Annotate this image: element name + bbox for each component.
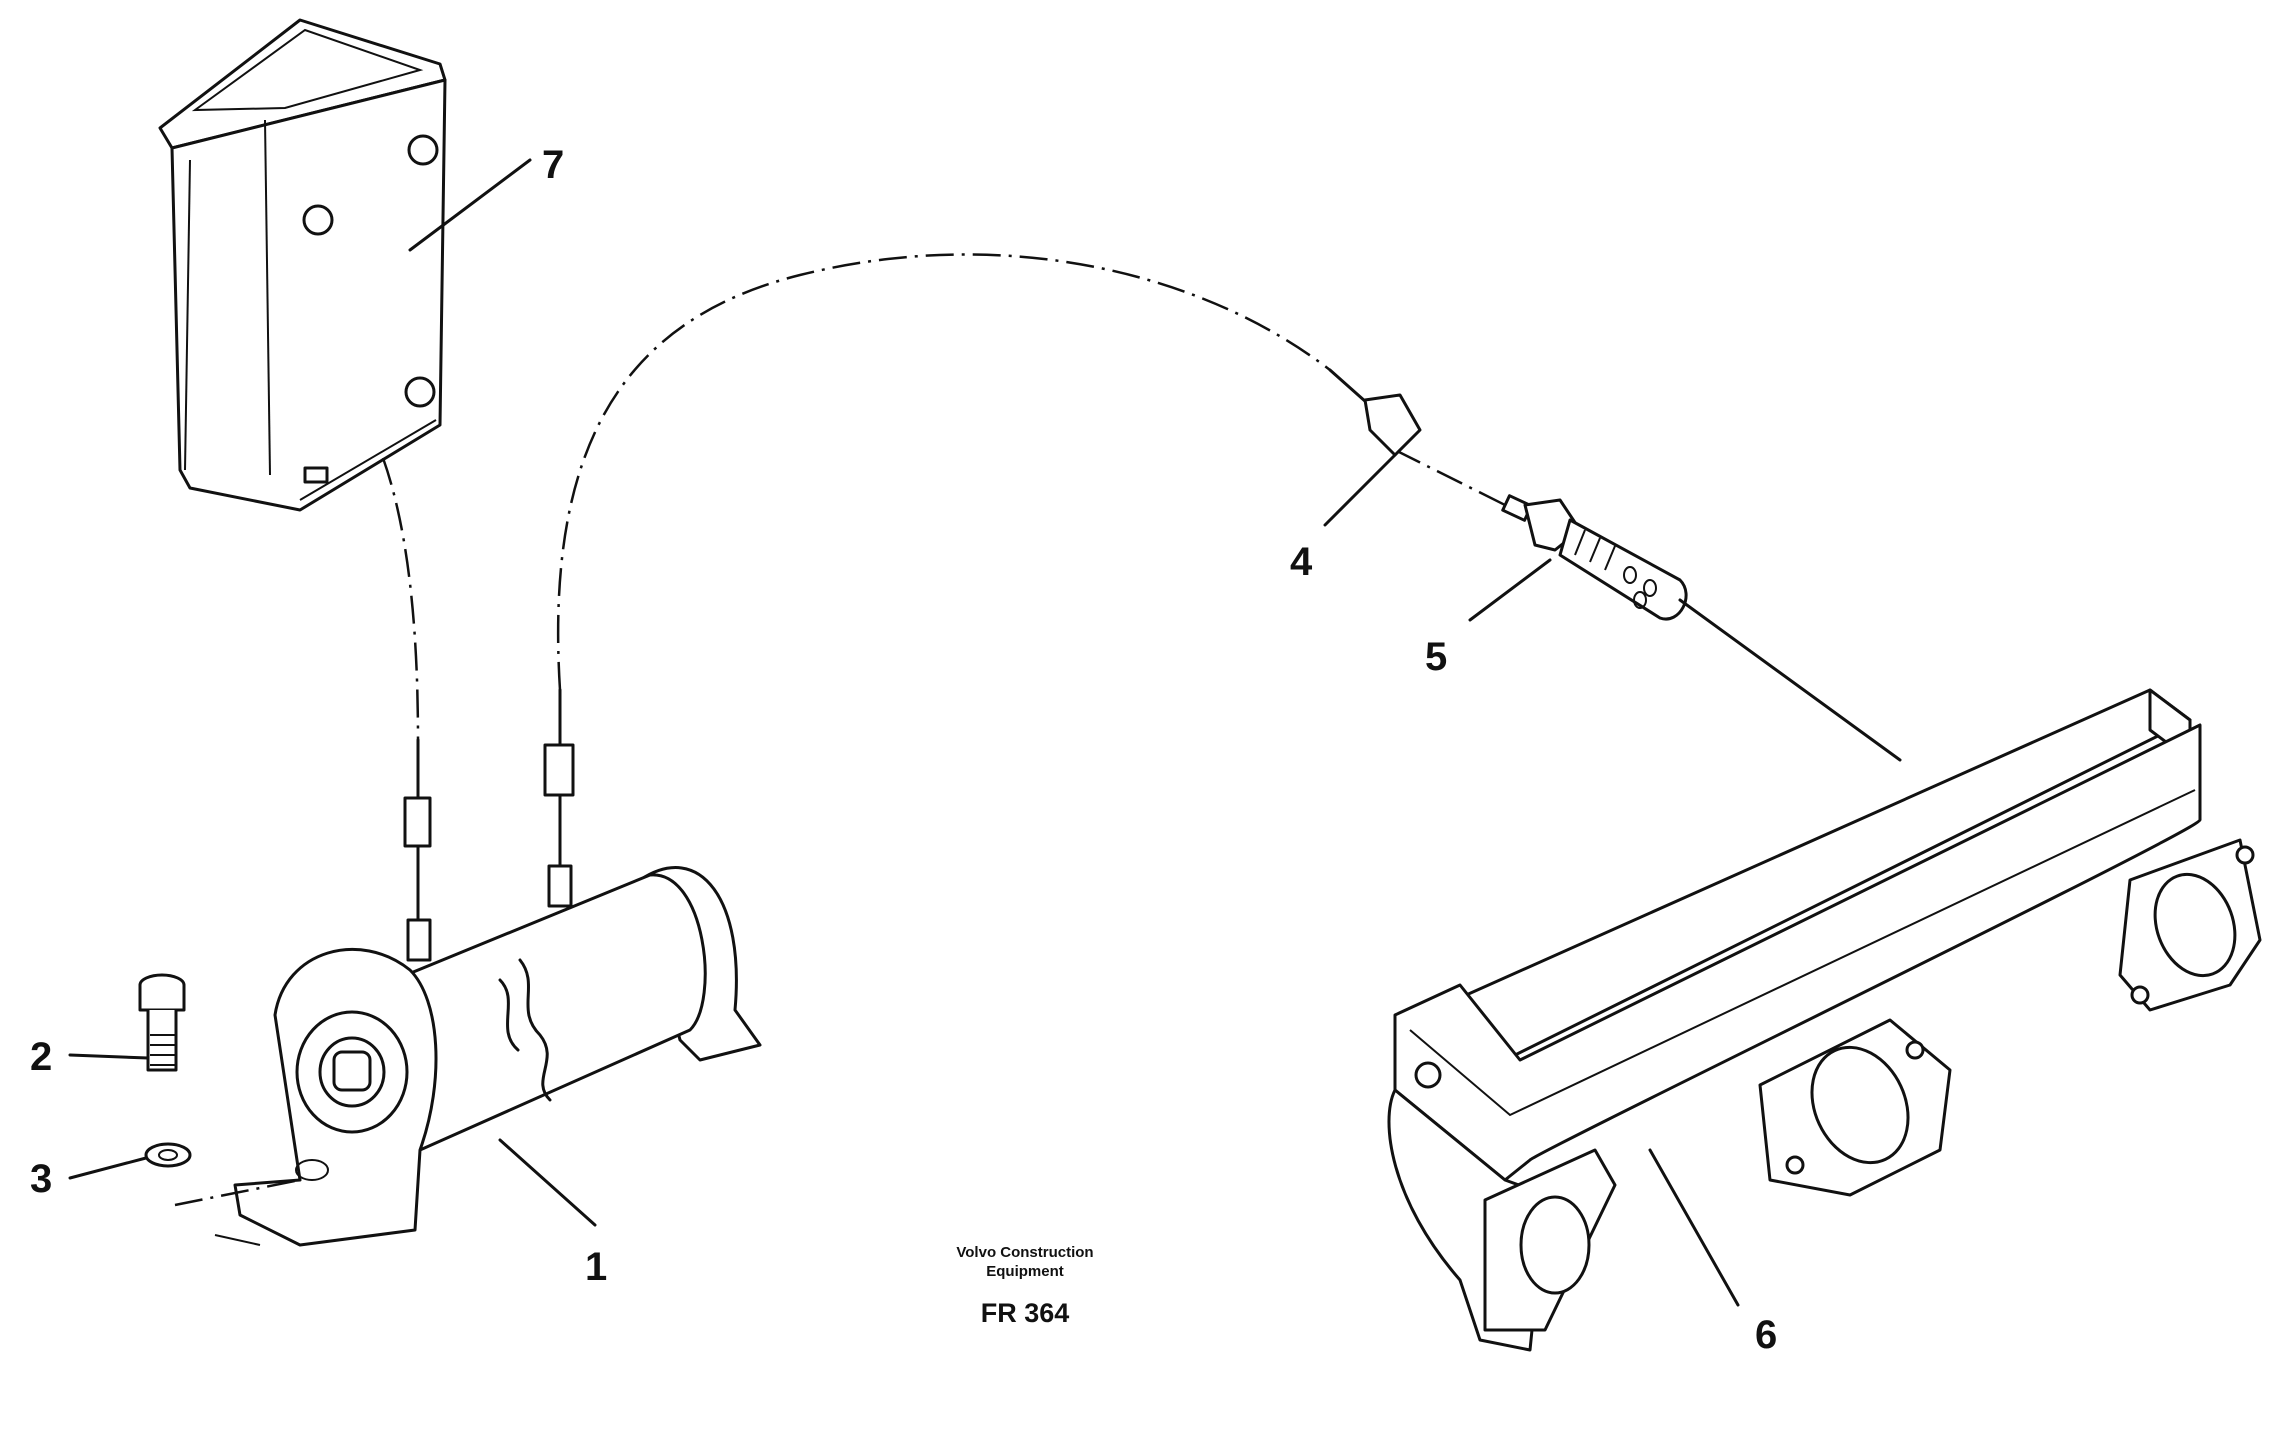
plug-icon	[1414, 1061, 1442, 1089]
spade-connector-icon	[403, 796, 432, 848]
figure-code: FR 364	[981, 1298, 1070, 1328]
callout-2: 2	[30, 1035, 52, 1079]
callout-4: 4	[1290, 540, 1313, 584]
screw-icon	[303, 466, 329, 484]
leader-lines	[68, 158, 1740, 1307]
caption-line-1: Volvo Construction	[956, 1244, 1093, 1261]
terminal-icon	[547, 864, 573, 908]
spade-connector-icon	[543, 743, 575, 797]
wiring	[381, 253, 1506, 741]
bolt-head-icon	[332, 1050, 372, 1092]
nut-icon	[302, 204, 334, 236]
callout-6: 6	[1755, 1313, 1777, 1357]
part-5-sensor	[1501, 494, 1902, 762]
callout-3: 3	[30, 1157, 52, 1201]
callout-5: 5	[1425, 635, 1447, 679]
part-4-connector	[1328, 368, 1422, 457]
callout-1: 1	[585, 1245, 607, 1289]
nut-icon	[407, 134, 439, 166]
caption-line-2: Equipment	[986, 1263, 1064, 1280]
callout-7: 7	[542, 143, 564, 187]
part-1-heater	[214, 866, 762, 1247]
part-7-control-box	[158, 18, 447, 512]
nut-icon	[404, 376, 436, 408]
part-2-bolt	[138, 973, 186, 1072]
part-3-washer	[144, 1142, 301, 1207]
part-6-manifold	[1387, 688, 2262, 1352]
terminal-icon	[406, 918, 432, 962]
connector-right	[543, 688, 575, 908]
connector-left	[403, 738, 432, 962]
